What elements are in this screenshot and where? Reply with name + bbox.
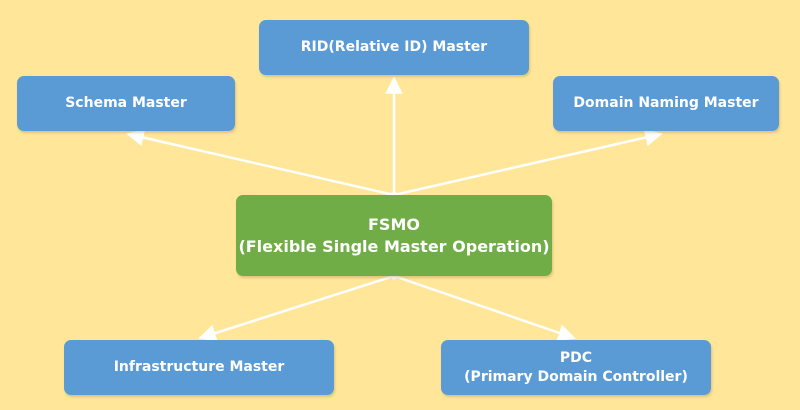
schema-master-label: Schema Master — [65, 95, 187, 112]
pdc-label: PDC (Primary Domain Controller) — [464, 349, 688, 387]
domain-naming-master-box: Domain Naming Master — [553, 76, 779, 131]
arrow-to-infrastructure-master — [198, 274, 395, 342]
arrow-to-schema-master — [126, 128, 395, 197]
rid-master-box: RID(Relative ID) Master — [259, 20, 529, 75]
pdc-title: PDC — [559, 349, 593, 366]
pdc-box: PDC (Primary Domain Controller) — [441, 340, 711, 395]
infrastructure-master-label: Infrastructure Master — [113, 359, 285, 376]
domain-naming-master-label: Domain Naming Master — [573, 95, 759, 112]
fsmo-subtitle: (Flexible Single Master Operation) — [238, 236, 550, 256]
rid-master-label: RID(Relative ID) Master — [300, 39, 488, 56]
arrow-to-domain-naming-master — [393, 128, 663, 197]
fsmo-box: FSMO (Flexible Single Master Operation) — [236, 195, 552, 276]
pdc-subtitle: (Primary Domain Controller) — [464, 368, 688, 385]
schema-master-box: Schema Master — [17, 76, 235, 131]
arrow-to-pdc — [393, 274, 576, 342]
fsmo-title: FSMO — [368, 214, 420, 234]
fsmo-label: FSMO (Flexible Single Master Operation) — [238, 214, 549, 257]
infrastructure-master-box: Infrastructure Master — [64, 340, 334, 395]
